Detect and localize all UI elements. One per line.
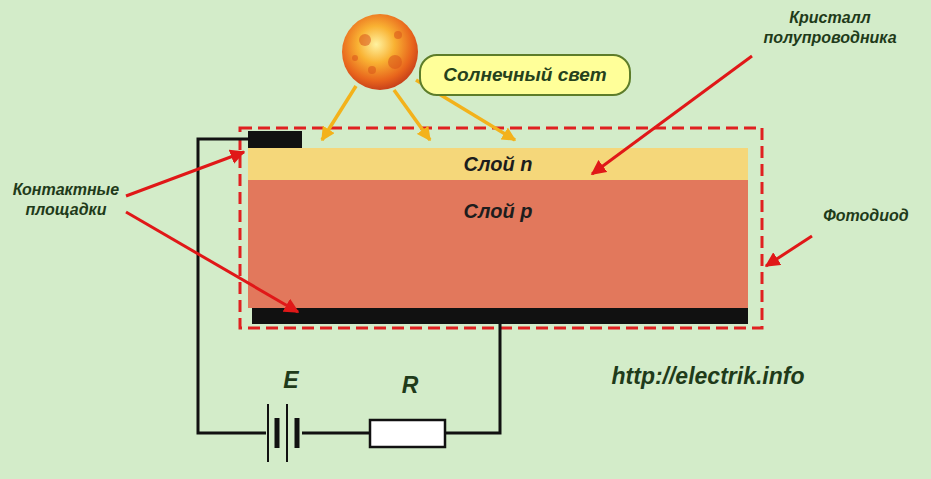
watermark: http://electrik.info (548, 362, 868, 391)
node-text: Слой p (464, 200, 533, 223)
wire (302, 432, 370, 435)
n-layer-fill (248, 148, 748, 180)
node-text: Солнечный свет (443, 64, 606, 86)
node-text: Слой n (464, 153, 533, 176)
callout-label: Фотодиод (812, 206, 920, 226)
resistor-symbol (370, 420, 445, 447)
wire (445, 324, 500, 433)
layer-band: Слой p (248, 180, 748, 308)
layer-band: Слой n (248, 148, 748, 180)
p-layer-fill (248, 180, 748, 308)
battery-label: E (276, 366, 306, 395)
sun (342, 14, 418, 90)
resistor-label: R (392, 371, 428, 400)
top-contact (248, 131, 302, 148)
pill-node: Солнечный свет (419, 54, 631, 96)
photodiode-outline (240, 128, 762, 328)
battery-symbol (268, 404, 297, 462)
callout-label: Кристалл полупроводника (752, 8, 908, 48)
bottom-contact (252, 308, 748, 324)
sun-texture (352, 31, 402, 74)
callout-label: Контактные площадки (4, 180, 128, 220)
